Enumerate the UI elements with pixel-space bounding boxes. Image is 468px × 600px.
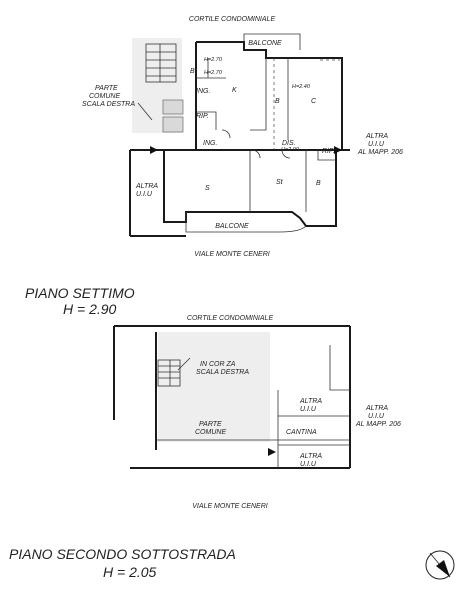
top-street-label: VIALE MONTE CENERI xyxy=(194,251,270,258)
basement-other-unit-right-line1: ALTRA xyxy=(365,405,388,412)
common-part-bottom-line1: PARTE xyxy=(199,421,222,428)
top-elevator-2 xyxy=(162,116,184,133)
common-part-bottom-line2: COMUNE xyxy=(195,429,226,436)
bottom-balcony-outline xyxy=(185,212,307,233)
bottom-balcony-label: BALCONE xyxy=(215,223,249,230)
other-unit-b-line2: U.I.U xyxy=(300,461,317,468)
height-label-3: H=2.40 xyxy=(292,84,311,90)
other-unit-right-line1: ALTRA xyxy=(365,133,388,140)
room-st: St xyxy=(276,179,284,186)
top-plan-height: H = 2.90 xyxy=(63,301,117,317)
common-part-line2: COMUNE xyxy=(89,93,120,100)
stair-pointer xyxy=(177,357,191,371)
room-b2: B xyxy=(275,98,280,105)
cantina-arrow-icon xyxy=(268,448,276,456)
stair-label-line2: SCALA DESTRA xyxy=(196,369,249,376)
height-label-1: H=2.70 xyxy=(204,57,223,63)
height-label-2: H=2.70 xyxy=(204,70,223,76)
room-b3: B xyxy=(316,180,321,187)
other-unit-a-line2: U.I.U xyxy=(300,406,317,413)
top-south-wall xyxy=(163,150,337,227)
other-unit-a-line1: ALTRA xyxy=(299,398,322,405)
bottom-courtyard-label: CORTILE CONDOMINIALE xyxy=(187,315,274,322)
common-part-line3: SCALA DESTRA xyxy=(82,101,135,108)
north-arrow-icon xyxy=(425,550,455,580)
room-rip1: RIP. xyxy=(196,113,209,120)
room-ing2: ING. xyxy=(203,140,217,147)
other-unit-right-line2: U.I.U xyxy=(368,141,385,148)
common-part-arrow xyxy=(137,102,153,121)
room-c: C xyxy=(311,98,317,105)
bottom-street-label: VIALE MONTE CENERI xyxy=(192,503,268,510)
bottom-plan-title: PIANO SECONDO SOTTOSTRADA xyxy=(9,546,236,562)
bottom-plan-height: H = 2.05 xyxy=(103,564,157,580)
room-ing1: ING. xyxy=(196,88,210,95)
top-stair xyxy=(145,43,177,83)
room-dis: DIS. xyxy=(282,140,296,147)
other-unit-b-line1: ALTRA xyxy=(299,453,322,460)
stair-label-line1: IN COR ZA xyxy=(200,361,236,368)
entrance-arrow-icon xyxy=(150,146,158,154)
top-plan-title: PIANO SETTIMO xyxy=(25,285,135,301)
common-part-shading xyxy=(158,332,270,442)
basement-other-unit-right-line2: U.I.U xyxy=(368,413,385,420)
basement-floor-plan: CORTILE CONDOMINIALE IN COR ZA SCALA DES… xyxy=(113,315,401,510)
top-elevator-1 xyxy=(162,99,184,115)
room-b1: B xyxy=(190,68,195,75)
other-unit-left-line2: U.I.U xyxy=(136,191,153,198)
basement-stair xyxy=(157,359,181,387)
room-s: S xyxy=(205,185,210,192)
room-k: K xyxy=(232,87,237,94)
top-balcony-label: BALCONE xyxy=(248,40,282,47)
other-unit-right-line3: AL MAPP. 206 xyxy=(357,149,403,156)
right-arrow-icon xyxy=(334,146,342,154)
top-floor-plan: CORTILE CONDOMINIALE xyxy=(82,16,403,258)
top-balcony-outline xyxy=(243,33,301,50)
other-unit-left-line1: ALTRA xyxy=(135,183,158,190)
room-rip2: RIP. xyxy=(322,148,335,155)
height-label-4: H=2.90 xyxy=(281,147,300,153)
common-part-line1: PARTE xyxy=(95,85,118,92)
cantina-label: CANTINA xyxy=(286,429,317,436)
top-courtyard-label: CORTILE CONDOMINIALE xyxy=(189,16,276,23)
basement-other-unit-right-line3: AL MAPP. 206 xyxy=(355,421,401,428)
